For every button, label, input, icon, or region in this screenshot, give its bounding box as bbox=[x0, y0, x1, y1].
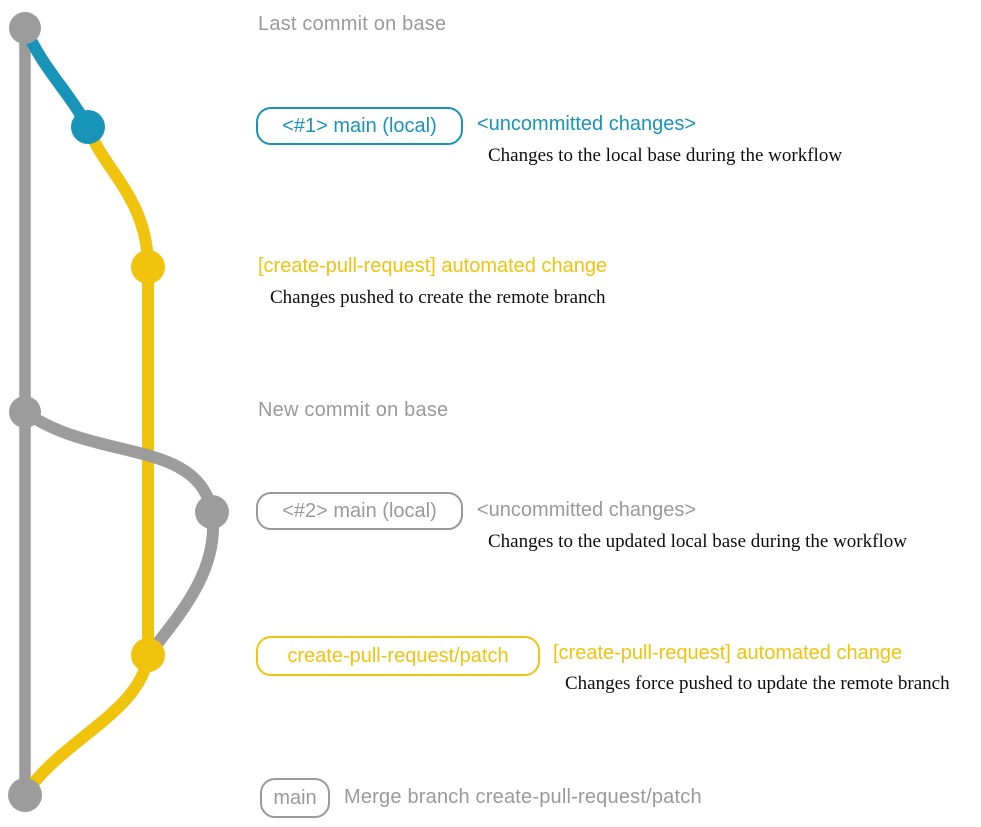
description-force-pushed-update: Changes force pushed to update the remot… bbox=[565, 673, 950, 694]
local-changes-curve bbox=[19, 22, 94, 133]
commit-graph bbox=[8, 12, 229, 812]
heading-uncommitted-changes-2: <uncommitted changes> bbox=[477, 499, 697, 521]
branch-badge-main-local-2-label: <#2> main (local) bbox=[282, 499, 437, 522]
description-local-changes-1: Changes to the local base during the wor… bbox=[488, 145, 843, 166]
rebased-local-curve-in bbox=[144, 506, 220, 659]
description-pushed-create: Changes pushed to create the remote bran… bbox=[270, 287, 606, 308]
commit-dot-merge bbox=[8, 778, 42, 812]
branch-badge-main-local-2: <#2> main (local) bbox=[256, 492, 463, 530]
label-last-commit-on-base: Last commit on base bbox=[258, 13, 447, 35]
commit-dot-local-1 bbox=[71, 110, 105, 144]
commit-dot-patch-1 bbox=[131, 250, 165, 284]
branch-badge-main-local-1-label: <#1> main (local) bbox=[282, 114, 437, 137]
label-new-commit-on-base: New commit on base bbox=[258, 399, 449, 421]
branch-badge-patch-label: create-pull-request/patch bbox=[287, 644, 509, 667]
commit-dot-patch-2 bbox=[131, 638, 165, 672]
patch-merge-curve bbox=[19, 649, 154, 801]
commit-dot-local-2 bbox=[195, 495, 229, 529]
branch-badge-main-label: main bbox=[273, 786, 317, 809]
heading-automated-change-2: [create-pull-request] automated change bbox=[553, 642, 903, 664]
commit-dot-last-base bbox=[9, 12, 41, 44]
commit-dot-new-base bbox=[9, 396, 41, 428]
branch-badge-main: main bbox=[260, 778, 330, 818]
heading-automated-change-1: [create-pull-request] automated change bbox=[258, 255, 608, 277]
patch-branch-curve-1 bbox=[82, 121, 154, 273]
branch-badge-main-local-1: <#1> main (local) bbox=[256, 107, 463, 145]
label-merge-branch: Merge branch create-pull-request/patch bbox=[344, 786, 702, 808]
branch-badge-patch: create-pull-request/patch bbox=[256, 636, 540, 676]
description-local-changes-2: Changes to the updated local base during… bbox=[488, 531, 907, 552]
heading-uncommitted-changes-1: <uncommitted changes> bbox=[477, 113, 697, 135]
rebased-local-curve-out bbox=[19, 406, 218, 518]
